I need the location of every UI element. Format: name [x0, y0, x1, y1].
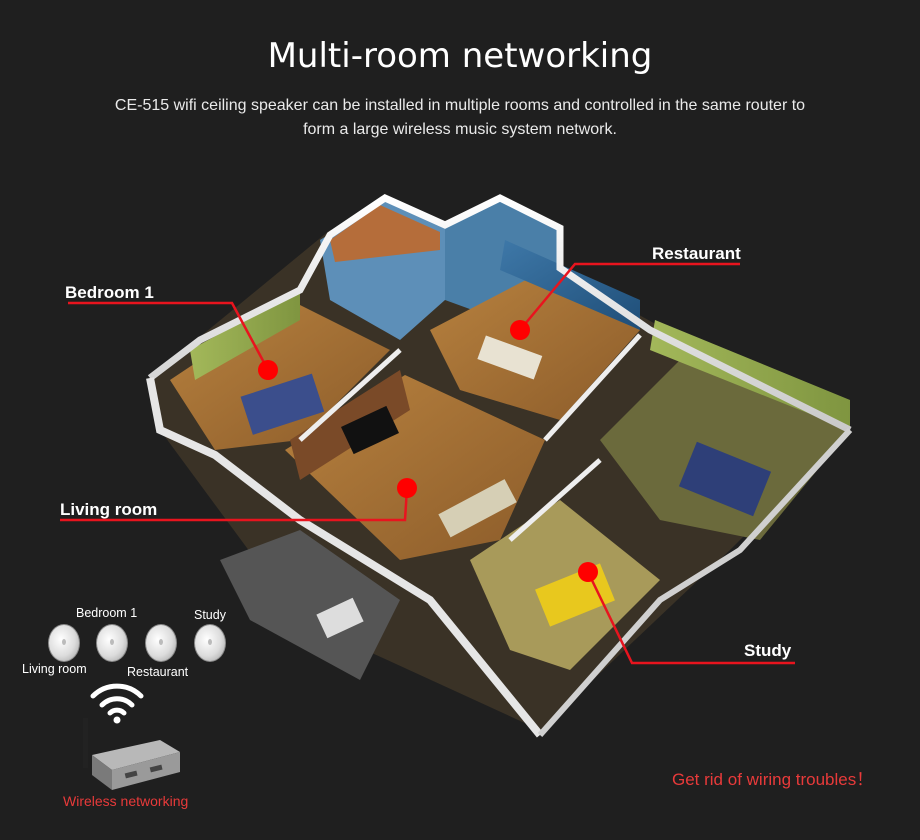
- page-subtitle: CE-515 wifi ceiling speaker can be insta…: [114, 97, 806, 138]
- wifi-icon: [90, 683, 144, 724]
- study-bed: [535, 563, 615, 627]
- callout-line-study: [586, 571, 795, 665]
- front-wall: [146, 377, 544, 738]
- speaker-icon: [194, 624, 226, 662]
- callout-line-restaurant: [519, 262, 740, 331]
- room-label-study: Study: [744, 641, 792, 660]
- marker-study: [578, 562, 598, 582]
- marker-living: [397, 478, 417, 498]
- balcony: [220, 530, 400, 680]
- living-room-sofa: [438, 479, 517, 538]
- speaker-icon: [145, 624, 177, 662]
- router-icon: [83, 718, 180, 790]
- restaurant-wall: [500, 240, 640, 330]
- wireless-networking-label: Wireless networking: [63, 793, 189, 809]
- room-label-bedroom: Bedroom 1: [65, 283, 154, 302]
- inner-wall-2: [543, 333, 642, 442]
- right-wall: [537, 427, 853, 737]
- living-room-tv: [341, 405, 399, 455]
- balcony-chair: [316, 597, 364, 639]
- bedroom-1-floor: [170, 300, 390, 450]
- bedroom-1-bed: [240, 373, 325, 435]
- speaker-icon: [96, 624, 128, 662]
- callout-line-living: [60, 487, 409, 522]
- speaker-icon: [48, 624, 80, 662]
- callout-line-bedroom: [68, 301, 270, 371]
- legend-label-bedroom: Bedroom 1: [76, 606, 138, 620]
- page-title: Multi-room networking: [267, 36, 653, 76]
- marker-restaurant: [510, 320, 530, 340]
- bedroom-1-wall: [190, 290, 300, 380]
- room-label-living: Living room: [60, 500, 158, 519]
- legend-label-study: Study: [194, 608, 226, 622]
- kitchen: [330, 205, 440, 262]
- master-bedroom-bed: [678, 441, 772, 517]
- legend-label-restaurant: Restaurant: [127, 665, 189, 679]
- room-label-restaurant: Restaurant: [652, 244, 741, 263]
- tagline: Get rid of wiring troubles！: [672, 770, 874, 789]
- restaurant-table: [477, 335, 543, 380]
- marker-bedroom: [258, 360, 278, 380]
- inner-wall-1: [298, 348, 402, 442]
- legend-label-living: Living room: [22, 662, 87, 676]
- outer-wall: [147, 194, 852, 434]
- inner-wall-3: [508, 458, 602, 542]
